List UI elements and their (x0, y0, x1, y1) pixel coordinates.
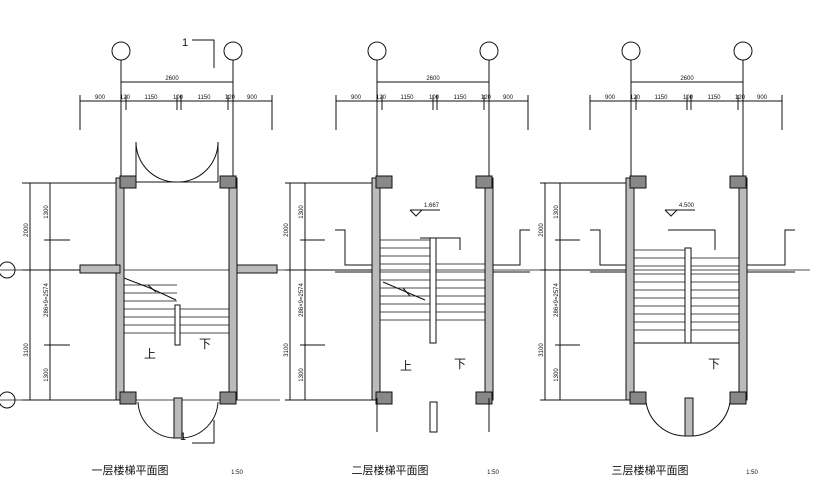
plan3-level: 4.500 (679, 203, 695, 209)
plan3-left-bottom2: 3100 (539, 343, 545, 357)
plan1-up: 上 (144, 347, 156, 361)
plan1-left-a: 2000 (24, 223, 30, 237)
plan3-seg-7: 900 (757, 95, 768, 101)
plan3-caption: 三层楼梯平面图 (612, 463, 689, 477)
axis-bubble (621, 41, 641, 61)
plan2-left-b: 1300 (299, 205, 305, 219)
plan1-seg-2: 120 (120, 95, 131, 101)
plan1-left-bottom: 1300 (44, 368, 50, 382)
plan1-down: 下 (199, 337, 211, 351)
plan1-left-bottom2: 3100 (24, 343, 30, 357)
axis-bubble (479, 41, 499, 61)
plan2-caption: 二层楼梯平面图 (352, 463, 429, 477)
plan3-down: 下 (708, 357, 720, 371)
plan1-seg-5: 1150 (198, 95, 212, 101)
plan1-scale: 1:50 (231, 470, 243, 476)
plan2-top-total: 2600 (426, 76, 440, 82)
plan3-seg-5: 1150 (708, 95, 722, 101)
plan3-seg-2: 120 (630, 95, 641, 101)
axis-bubble (111, 41, 131, 61)
plan-3 (540, 41, 810, 437)
plan1-top-total: 2600 (165, 76, 179, 82)
section-mark-top: 1 (182, 37, 188, 49)
plan2-seg-4: 100 (429, 95, 440, 101)
plan1-seg-4: 100 (173, 95, 184, 101)
axis-bubble (733, 41, 753, 61)
plan3-left-bottom: 1300 (554, 368, 560, 382)
plan1-seg-7: 900 (247, 95, 258, 101)
plan2-left-a: 2000 (284, 223, 290, 237)
plan1-seg-3: 1150 (145, 95, 159, 101)
plan2-left-stair: 286×9=2574 (299, 282, 305, 316)
plan2-seg-5: 1150 (454, 95, 468, 101)
plan2-scale: 1:50 (487, 470, 499, 476)
plan-2 (280, 41, 540, 433)
plan3-left-a: 2000 (539, 223, 545, 237)
plan2-seg-1: 900 (351, 95, 362, 101)
plan1-seg-1: 900 (95, 95, 106, 101)
plan2-up: 上 (400, 359, 412, 373)
plan3-seg-1: 900 (605, 95, 616, 101)
plan2-seg-2: 120 (376, 95, 387, 101)
axis-bubble (367, 41, 387, 61)
plan3-seg-4: 100 (683, 95, 694, 101)
plan2-seg-3: 1150 (401, 95, 415, 101)
plan3-left-b: 1300 (554, 205, 560, 219)
plan1-left-b: 1300 (44, 205, 50, 219)
plan-1 (0, 39, 280, 444)
plan2-down: 下 (454, 357, 466, 371)
section-mark-bottom: 1 (180, 431, 186, 443)
plan1-seg-6: 120 (225, 95, 236, 101)
plan1-left-stair: 286×9=2574 (44, 282, 50, 316)
plan2-seg-7: 900 (503, 95, 514, 101)
plan2-left-bottom: 1300 (299, 368, 305, 382)
plan2-level: 1.667 (424, 203, 440, 209)
plan3-top-total: 2600 (680, 76, 694, 82)
plan1-caption: 一层楼梯平面图 (92, 463, 169, 477)
plan2-left-bottom2: 3100 (284, 343, 290, 357)
plan3-seg-6: 120 (735, 95, 746, 101)
plan2-seg-6: 120 (481, 95, 492, 101)
plan3-seg-3: 1150 (655, 95, 669, 101)
plan3-scale: 1:50 (746, 470, 758, 476)
axis-bubble (223, 41, 243, 61)
plan3-left-stair: 286×9=2574 (554, 282, 560, 316)
